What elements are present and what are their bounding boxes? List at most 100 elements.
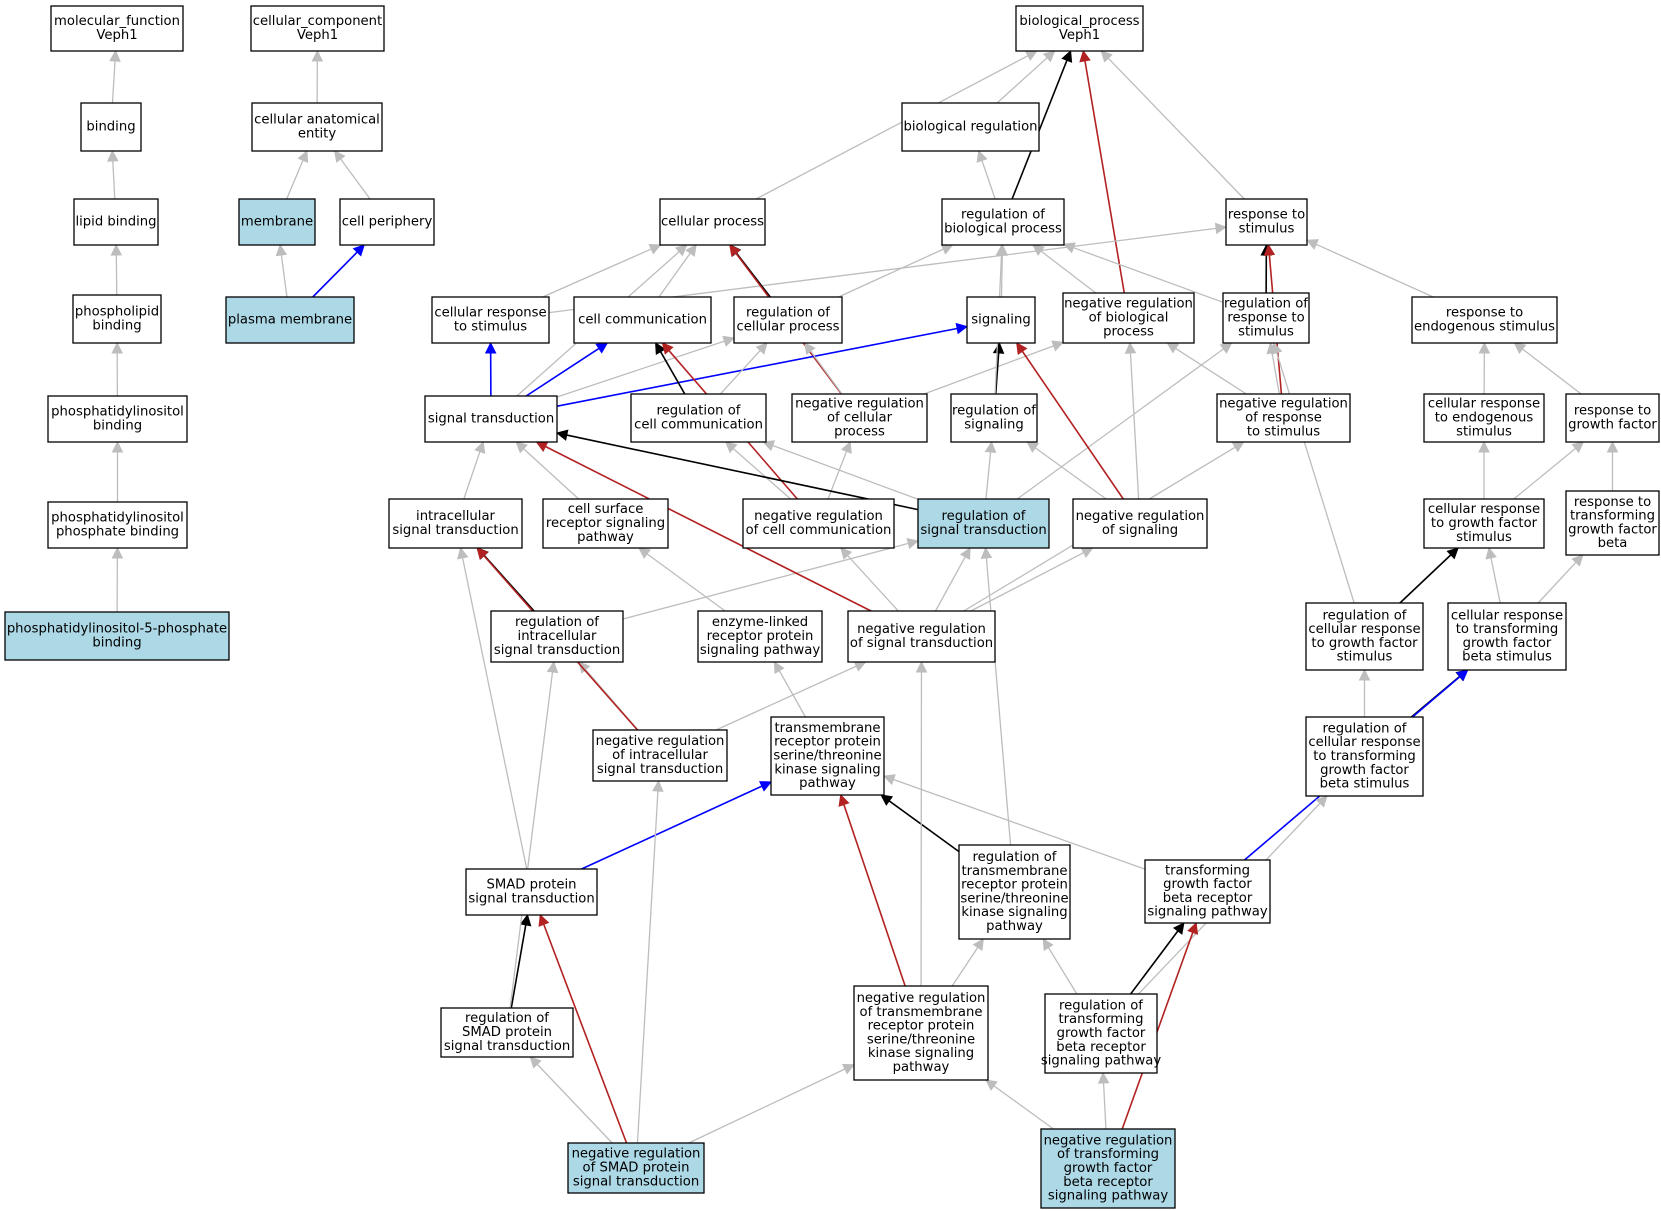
edge-line bbox=[536, 1063, 613, 1144]
go-term-node-pm[interactable]: plasma membrane bbox=[225, 296, 355, 344]
edge-arrowhead bbox=[1042, 50, 1056, 63]
term-label-line: growth factor bbox=[1568, 522, 1657, 537]
term-label-line: signaling bbox=[964, 417, 1023, 432]
go-term-node-breg[interactable]: biological regulation bbox=[901, 102, 1040, 152]
edge-line bbox=[523, 448, 580, 500]
edge-is-a-pi-to-pl bbox=[111, 341, 124, 397]
edge-is-a-crtgfbs-to-rttgfb bbox=[1537, 554, 1584, 604]
term-box bbox=[630, 393, 767, 443]
edge-line bbox=[993, 1085, 1054, 1130]
term-label-line: signal transduction bbox=[597, 762, 723, 777]
term-label-line: transmembrane bbox=[961, 864, 1067, 879]
term-label-line: of response bbox=[1245, 411, 1322, 426]
edge-line bbox=[659, 351, 686, 395]
term-label-line: regulation of bbox=[515, 615, 599, 630]
edge-arrowhead bbox=[109, 49, 121, 62]
edge-is-a-nrrs-to-nrbp bbox=[1166, 342, 1247, 395]
edge-line bbox=[1490, 557, 1501, 604]
edge-arrowhead bbox=[297, 149, 309, 163]
term-label-line: beta receptor bbox=[1063, 1175, 1153, 1190]
edge-line bbox=[1084, 60, 1126, 294]
edge-is-a-nrsmad-to-regsmad bbox=[529, 1056, 613, 1144]
go-term-node-binding[interactable]: binding bbox=[80, 102, 142, 152]
edge-arrowhead bbox=[773, 661, 785, 675]
edge-is-a-nrtmrst-to-nrst bbox=[915, 660, 928, 987]
edge-line bbox=[1271, 352, 1280, 395]
edge-is-a-rtes-to-rts bbox=[1305, 239, 1434, 298]
edge-is-a-st-to-regcp bbox=[556, 335, 736, 398]
edge-arrowhead bbox=[1026, 441, 1040, 453]
term-box bbox=[47, 395, 188, 443]
term-label-line: of cellular bbox=[827, 411, 893, 426]
edge-line bbox=[312, 251, 358, 298]
edge-line bbox=[1276, 352, 1355, 604]
go-term-node-lipid[interactable]: lipid binding bbox=[73, 198, 159, 246]
go-term-node-cellproc[interactable]: cellular process bbox=[659, 198, 766, 246]
go-term-node-cp[interactable]: cell periphery bbox=[339, 198, 435, 246]
term-label-line: signal transduction bbox=[494, 643, 620, 658]
edge-arrowhead bbox=[915, 660, 928, 673]
term-label-line: growth factor bbox=[1320, 763, 1409, 778]
term-label-line: of cell communication bbox=[746, 523, 892, 538]
go-term-node-cellcomm[interactable]: cell communication bbox=[573, 296, 712, 344]
term-label-line: cellular response bbox=[1451, 608, 1563, 623]
go-term-node-membrane[interactable]: membrane bbox=[238, 198, 316, 246]
edge-regulates-regtgfb-to-tgfb bbox=[1129, 922, 1185, 995]
term-label-line: cellular process bbox=[736, 319, 839, 334]
edge-line bbox=[622, 542, 909, 620]
go-term-node-st[interactable]: signal transduction bbox=[424, 395, 558, 443]
term-label-line: transmembrane bbox=[774, 721, 880, 736]
edge-arrowhead bbox=[722, 335, 736, 347]
term-label-line: negative regulation bbox=[754, 509, 883, 524]
edge-arrowhead bbox=[759, 781, 773, 792]
edge-arrowhead bbox=[111, 546, 124, 559]
term-label-line: membrane bbox=[241, 215, 313, 230]
go-term-node-signaling[interactable]: signaling bbox=[966, 296, 1036, 344]
edge-line bbox=[970, 552, 1085, 612]
